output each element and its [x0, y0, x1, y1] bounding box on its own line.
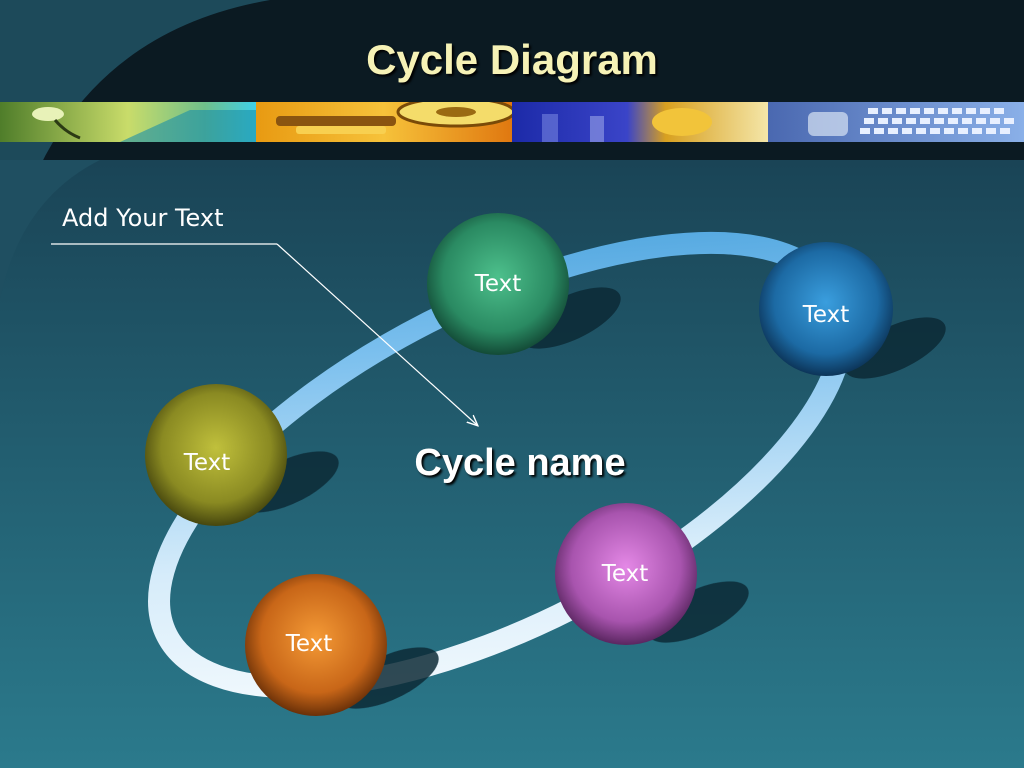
cycle-node-right [759, 242, 893, 376]
cycle-node-bottom-right-label: Text [601, 561, 649, 587]
cycle-node-top-label: Text [474, 271, 522, 297]
cycle-node-bottom-right [555, 503, 697, 645]
cycle-node-bottom-left-label: Text [285, 631, 333, 657]
cycle-node-right-label: Text [802, 302, 850, 328]
cycle-node-left-label: Text [183, 450, 231, 476]
cycle-node-top [427, 213, 569, 355]
callout-text: Add Your Text [62, 204, 224, 232]
cycle-node-left [145, 384, 287, 526]
keyboard-image [768, 102, 1024, 142]
plant-on-laptop-image [0, 102, 256, 142]
lab-glassware-image [512, 102, 768, 142]
cycle-name: Cycle name [414, 442, 626, 484]
callout-leader-line [51, 243, 477, 425]
hard-drive-image [256, 102, 512, 142]
slide-title: Cycle Diagram [366, 36, 658, 83]
cycle-node-bottom-left [245, 574, 387, 716]
